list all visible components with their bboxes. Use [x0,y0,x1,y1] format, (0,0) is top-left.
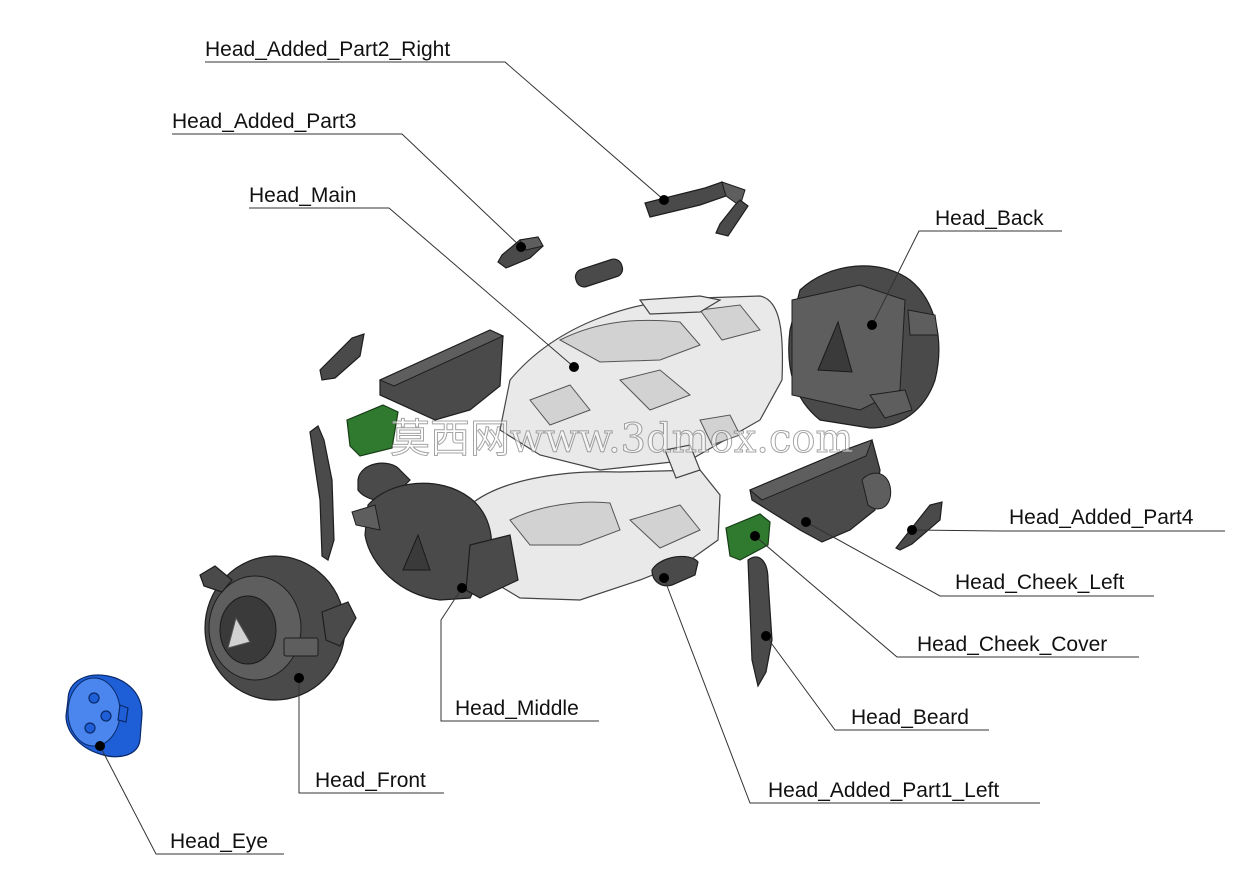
leader-dot-head-main [569,362,579,372]
part-small-pill [574,258,624,288]
part-left-strip [309,425,335,561]
leader-dot-head-eye [95,741,105,751]
part-head-main [469,295,784,601]
label-head-added-part4: Head_Added_Part4 [1009,506,1194,529]
part-head-beard [747,556,773,688]
watermark-text: 莫西网www.3dmox.com [390,416,853,462]
label-head-cheek-cover: Head_Cheek_Cover [917,633,1107,656]
label-head-cheek-left: Head_Cheek_Left [955,571,1124,594]
part-head-added-part4 [895,501,943,551]
label-head-added-part2-right: Head_Added_Part2_Right [205,38,450,61]
label-head-back: Head_Back [935,207,1044,230]
leader-dot-head-front [294,673,304,683]
label-head-added-part1-left: Head_Added_Part1_Left [768,779,999,802]
leader-dot-head-middle [457,583,467,593]
part-head-middle [351,482,519,601]
part-head-added-part2-right [644,181,749,237]
leader-dot-head-added-part4 [907,525,917,535]
label-head-added-part3: Head_Added_Part3 [172,110,356,133]
label-head-front: Head_Front [315,769,426,792]
part-head-cheek-left [749,439,892,543]
part-head-eye [65,674,143,758]
part-left-panel [378,329,505,421]
part-green-left [346,404,399,457]
part-head-back [788,265,940,429]
part-head-front [199,555,357,701]
part-left-wedge [319,333,365,381]
part-head-cheek-cover [725,513,771,561]
leader-dot-head-added-part3 [516,242,526,252]
leader-dot-head-added-part1-left [659,573,669,583]
leader-dot-head-beard [761,631,771,641]
leader-dot-head-added-part2-right [659,195,669,205]
leader-lines [95,61,1225,855]
label-head-middle: Head_Middle [455,697,579,720]
label-head-eye: Head_Eye [170,830,268,853]
leader-dot-head-cheek-cover [750,531,760,541]
part-head-added-part3 [497,236,544,269]
leader-dot-head-cheek-left [801,517,811,527]
label-head-beard: Head_Beard [851,706,969,729]
callout-labels: Head_Added_Part2_Right Head_Added_Part3 … [170,38,1194,853]
label-head-main: Head_Main [249,184,356,207]
leader-dot-head-back [867,320,877,330]
